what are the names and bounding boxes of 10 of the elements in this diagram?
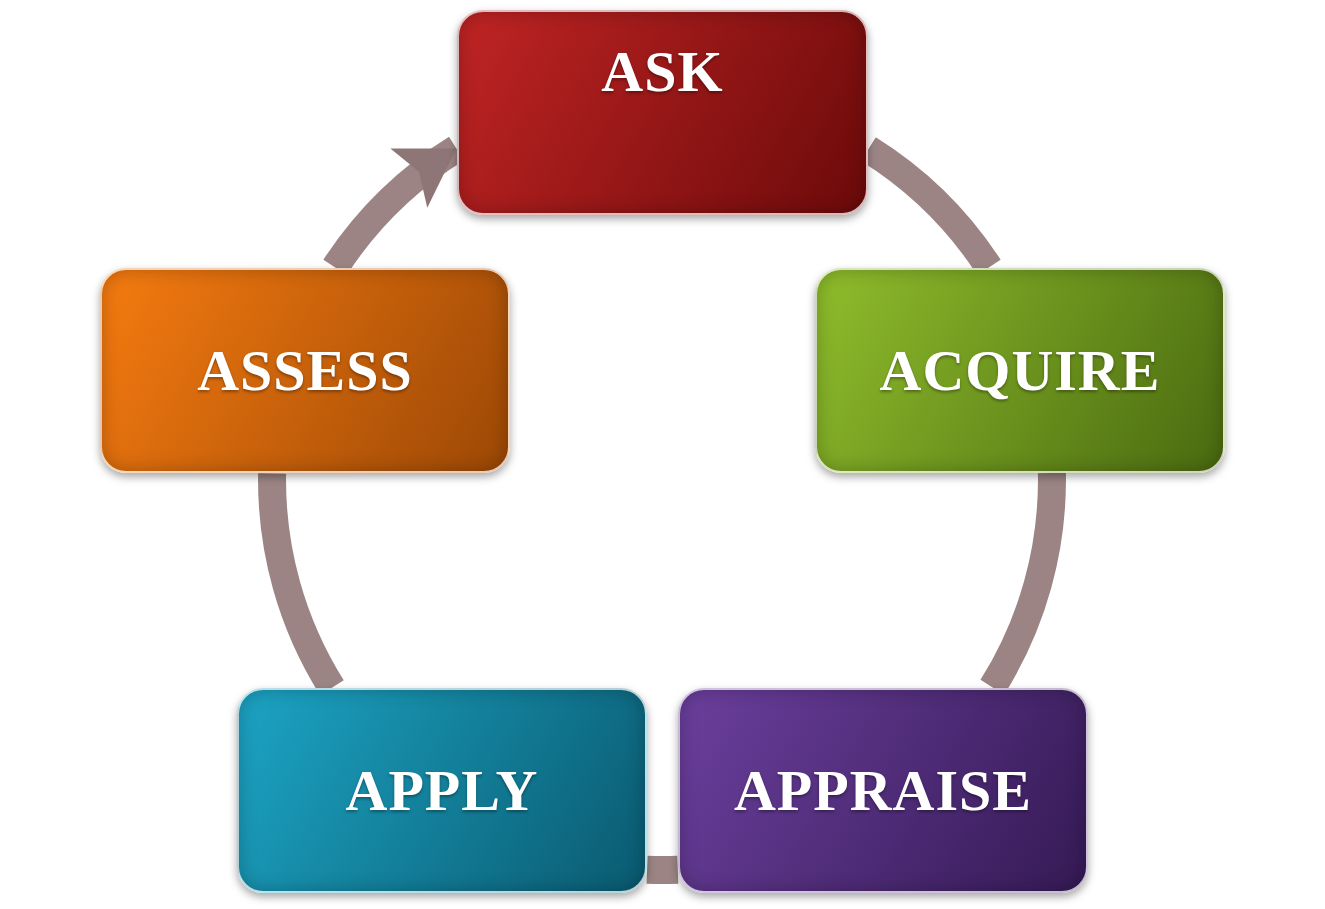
step-label: ACQUIRE	[879, 337, 1161, 404]
step-box	[457, 10, 868, 215]
step-label: ASK	[601, 38, 724, 105]
step-box	[100, 268, 510, 473]
step-label: APPLY	[345, 757, 539, 824]
step-box	[237, 688, 647, 893]
step-label: APPRAISE	[734, 757, 1032, 824]
step-box	[815, 268, 1225, 473]
step-box	[678, 688, 1088, 893]
step-label: ASSESS	[197, 337, 413, 404]
